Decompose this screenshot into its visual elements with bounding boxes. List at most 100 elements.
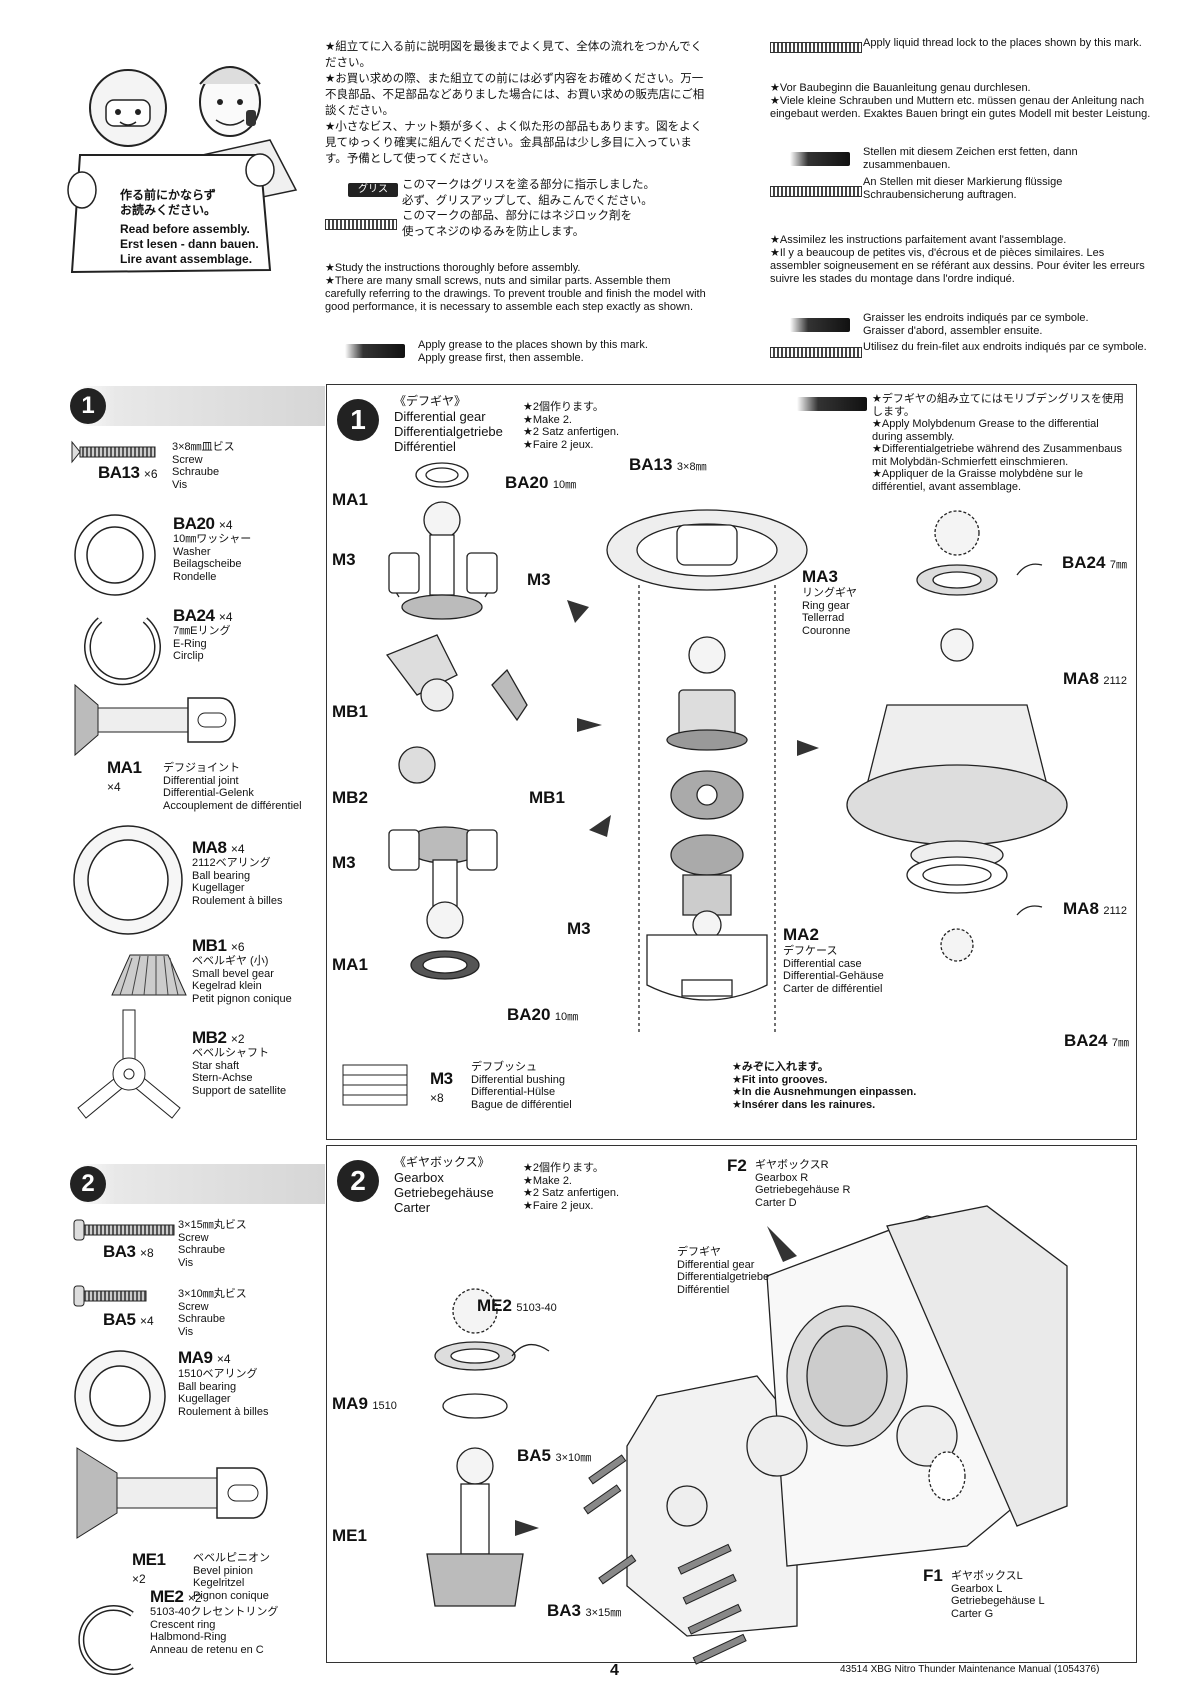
label-ma3: MA3 [802, 567, 838, 586]
part-code-ba3: BA3 [103, 1242, 136, 1261]
part-desc-m3: デフブッシュ Differential bushing Differential… [471, 1061, 572, 1111]
label-ma2-desc: デフケース Differential case Differential-Geh… [783, 945, 884, 995]
part-desc-ba3: 3×15㎜丸ビス Screw Schraube Vis [178, 1219, 247, 1269]
part-desc-ma1: デフジョイント Differential joint Differential-… [163, 762, 302, 812]
label-m3-bottom-left: M3 [332, 853, 356, 872]
part-code-ma9: MA9 [178, 1348, 213, 1367]
grease-icon [790, 318, 850, 332]
jp-lock: このマークの部品、部分にはネジロック剤を 使ってネジのゆるみを防止します。 [402, 208, 632, 238]
step2-title-de: Getriebegehäuse [394, 1185, 494, 1200]
part-desc-ba24: 7㎜Eリング E-Ring Circlip [173, 625, 231, 662]
de-intro: ★Vor Baubeginn die Bauanleitung genau du… [770, 82, 1151, 120]
step1-make-note: ★2個作ります。 ★Make 2. ★2 Satz anfertigen. ★F… [523, 401, 620, 451]
step1-title-jp: 《デフギヤ》 [394, 394, 467, 408]
part-code-m3: M3 [430, 1069, 453, 1088]
fr-lock: Utilisez du frein-filet aux endroits ind… [863, 341, 1147, 353]
step2-title-fr: Carter [394, 1200, 431, 1215]
part-qty-ba3: ×8 [139, 1246, 154, 1260]
label-mb1-left: MB1 [332, 702, 368, 721]
label-ba3-size: 3×15㎜ [585, 1607, 622, 1619]
grease-tag-icon: グリス [348, 183, 398, 197]
label-ma1-top: MA1 [332, 490, 368, 509]
step1-number: 1 [337, 399, 379, 441]
label-ba20-bottom-size: 10㎜ [554, 1011, 579, 1023]
part-qty-me1: ×2 [132, 1572, 146, 1586]
manual-title: 43514 XBG Nitro Thunder Maintenance Manu… [840, 1664, 1100, 1675]
step2-title-en: Gearbox [394, 1170, 444, 1185]
part-qty-ma9: ×4 [216, 1352, 231, 1366]
fr-intro: ★Assimilez les instructions parfaitement… [770, 234, 1145, 285]
label-ba13: BA13 [629, 455, 673, 474]
step1-diagram: 1 《デフギヤ》 Differential gear Differentialg… [326, 384, 1137, 1140]
en-intro: ★Study the instructions thoroughly befor… [325, 262, 706, 313]
part-qty-me2: ×2 [187, 1591, 202, 1605]
part-qty-mb2: ×2 [230, 1032, 245, 1046]
part-qty-ma8: ×4 [230, 842, 245, 856]
screw-icon [73, 1219, 175, 1241]
part-code-ba13: BA13 [98, 463, 140, 482]
label-ba3: BA3 [547, 1601, 582, 1620]
label-diff-gear: デフギヤ Differential gear Differentialgetri… [677, 1246, 770, 1296]
label-ma2: MA2 [783, 925, 819, 944]
label-mb1-right: MB1 [529, 788, 565, 807]
label-ba24-bottom-size: 7㎜ [1111, 1037, 1130, 1049]
grooves-note: ★みぞに入れます。 ★Fit into grooves. ★In die Aus… [732, 1061, 917, 1111]
badge-fr: Lire avant assemblage. [120, 252, 253, 266]
part-qty-ma1: ×4 [107, 780, 121, 794]
crescent-ring-icon [78, 1605, 134, 1675]
step2-title-jp: 《ギヤボックス》 [394, 1155, 490, 1169]
en-grease: Apply grease to the places shown by this… [418, 339, 648, 364]
de-lock: An Stellen mit dieser Markierung flüssig… [863, 176, 1063, 201]
label-ba20-top: BA20 [505, 473, 549, 492]
label-ba5: BA5 [517, 1446, 552, 1465]
part-desc-ba20: 10㎜ワッシャー Washer Beilagscheibe Rondelle [173, 533, 252, 583]
moly-grease-icon [797, 397, 867, 411]
part-qty-m3: ×8 [430, 1091, 444, 1105]
washer-icon [74, 514, 156, 596]
gearbox-exploded-drawing [426, 1205, 1068, 1665]
fr-grease: Graisser les endroits indiqués par ce sy… [863, 312, 1089, 337]
screw-icon [71, 440, 156, 464]
label-me2: ME2 [477, 1296, 512, 1315]
label-f1: F1 [923, 1566, 943, 1585]
part-qty-ba20: ×4 [218, 518, 233, 532]
header-illustration: 作る前にかならず お読みください。 Read before assembly. … [60, 40, 300, 290]
bevel-pinion-icon [76, 1447, 268, 1539]
part-code-me1: ME1 [132, 1550, 166, 1569]
label-m3-top-left: M3 [332, 550, 356, 569]
de-grease: Stellen mit diesem Zeichen erst fetten, … [863, 146, 1078, 171]
label-f1-desc: ギヤボックスL Gearbox L Getriebegehäuse L Cart… [951, 1570, 1045, 1620]
step2-make-note: ★2個作ります。 ★Make 2. ★2 Satz anfertigen. ★F… [523, 1162, 620, 1212]
part-code-ma8: MA8 [192, 838, 227, 857]
grease-icon [790, 152, 850, 166]
en-lock: Apply liquid thread lock to the places s… [863, 37, 1142, 49]
differential-bushing-icon [342, 1064, 408, 1106]
star-shaft-icon [77, 1009, 181, 1119]
label-ma9: MA9 [332, 1394, 368, 1413]
part-desc-me1: ベベルピニオン Bevel pinion Kegelritzel Pignon … [193, 1552, 270, 1602]
part-code-ma1: MA1 [107, 758, 142, 777]
step1-title-de: Differentialgetriebe [394, 424, 503, 439]
part-qty-ba13: ×6 [143, 467, 158, 481]
label-f2: F2 [727, 1156, 747, 1175]
screw-icon [73, 1285, 147, 1307]
label-ba20-bottom: BA20 [507, 1005, 551, 1024]
label-ba24-top-size: 7㎜ [1109, 559, 1128, 571]
label-ma1-bottom: MA1 [332, 955, 368, 974]
part-desc-me2: 5103-40クレセントリング Crescent ring Halbmond-R… [150, 1606, 279, 1656]
label-ma8-top-num: 2112 [1103, 675, 1128, 687]
step2-number: 2 [337, 1160, 379, 1202]
jp-grease: このマークはグリスを塗る部分に指示しました。 必ず、グリスアップして、組みこんで… [402, 177, 655, 207]
part-desc-ba5: 3×10㎜丸ビス Screw Schraube Vis [178, 1288, 247, 1338]
label-ba24-bottom: BA24 [1064, 1031, 1108, 1050]
part-desc-ma9: 1510ベアリング Ball bearing Kugellager Roulem… [178, 1368, 269, 1418]
small-bevel-gear-icon [111, 954, 187, 996]
differential-joint-icon [74, 683, 236, 757]
ball-bearing-icon [73, 825, 183, 935]
label-ba13-size: 3×8㎜ [676, 461, 707, 473]
part-desc-mb2: ベベルシャフト Star shaft Stern-Achse Support d… [192, 1047, 287, 1097]
part-code-mb1: MB1 [192, 936, 227, 955]
badge-jp: 作る前にかならず お読みください。 [120, 188, 217, 217]
step1-title-fr: Différentiel [394, 439, 456, 454]
thread-lock-icon [770, 42, 862, 53]
